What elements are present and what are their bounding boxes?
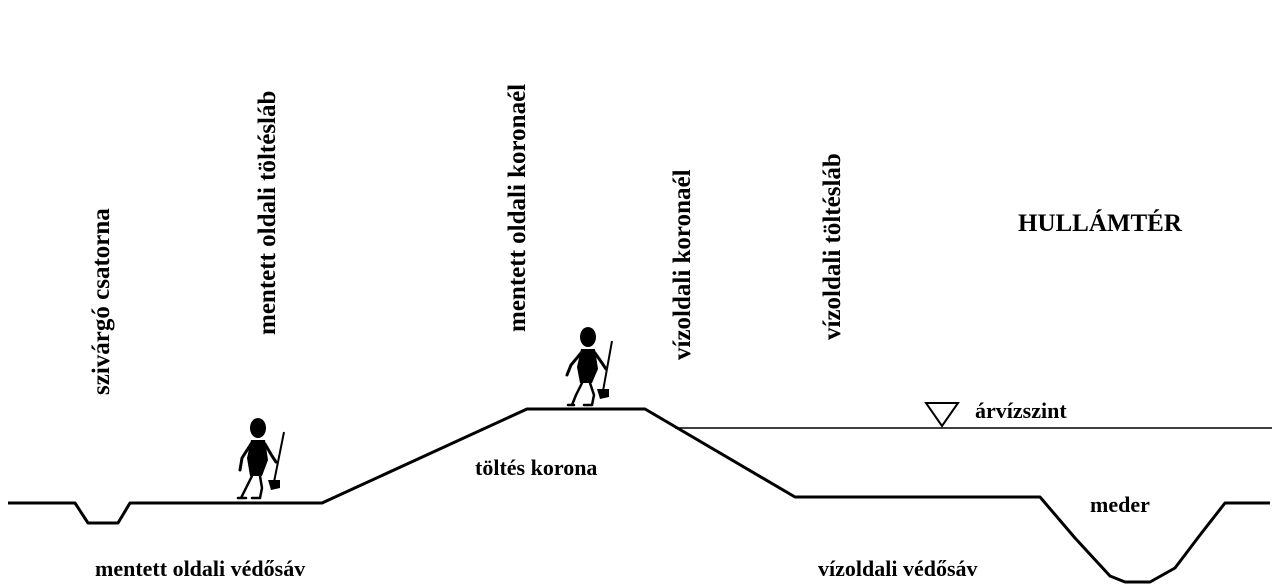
label-water-side-strip: vízoldali védősáv: [818, 556, 978, 581]
label-protected-side-toe: mentett oldali töltésláb: [254, 91, 281, 335]
label-water-side-toe: vízoldali töltésláb: [819, 153, 846, 340]
flood-level-triangle-icon: [924, 402, 960, 428]
label-flood-level: árvízszint: [975, 398, 1067, 423]
label-protected-side-strip: mentett oldali védősáv: [95, 556, 305, 581]
label-drain-channel: szivárgó csatorna: [88, 208, 115, 395]
label-floodplain: HULLÁMTÉR: [1018, 209, 1183, 237]
label-protected-side-crown-edge: mentett oldali koronaél: [504, 84, 531, 332]
worker-figure-icon: [565, 327, 613, 407]
terrain-profile-line: [8, 407, 1270, 584]
label-levee-crown: töltés korona: [475, 455, 597, 480]
worker-figure-icon: [236, 418, 285, 500]
label-water-side-crown-edge: vízoldali koronaél: [669, 169, 696, 360]
label-riverbed: meder: [1090, 492, 1150, 517]
